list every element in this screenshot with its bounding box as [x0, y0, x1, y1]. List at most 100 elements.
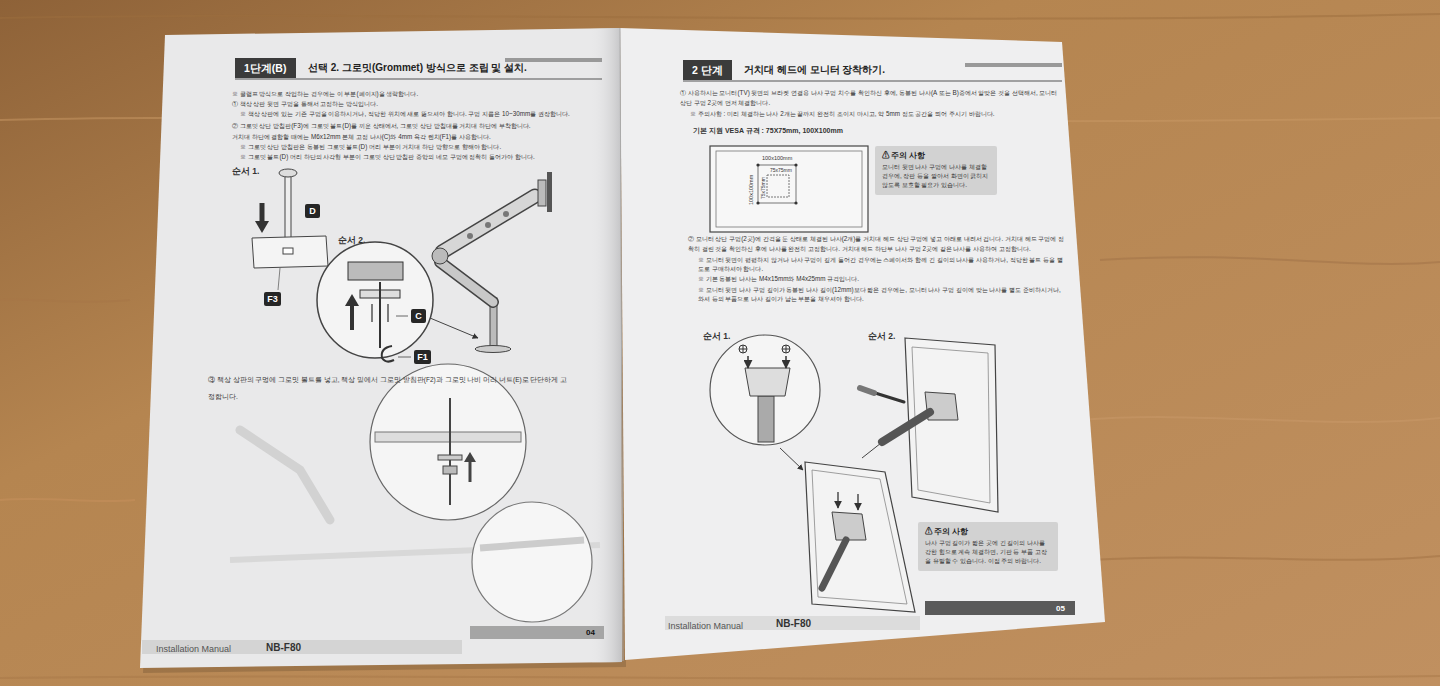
step-tab: 2 단계거치대 헤드에 모니터 장착하기.	[683, 60, 732, 80]
dimension-label: 100x100mm	[762, 155, 792, 163]
note-text: ※ 주의사항 : 미리 체결하는 나사 2개는 끝까지 완전히 조이지 마시고,…	[690, 109, 1065, 118]
wood-grain	[0, 300, 130, 302]
note-text: ※ 그로밋 상단 받침판은 동봉된 그로밋 볼트(D) 머리 부분이 거치대 하…	[240, 142, 604, 151]
screw-arrow	[785, 356, 787, 368]
plate-slot	[283, 248, 293, 254]
monitor	[812, 470, 907, 604]
note-text: ※ 기본 동봉된 나사는 M4x15mm와 M4x25mm 규격입니다.	[698, 274, 1066, 283]
pointer-arrow	[780, 448, 803, 470]
grommet-plate	[252, 236, 328, 268]
model-name: NB-F80	[776, 617, 811, 632]
footer-bar	[925, 601, 1075, 615]
vesa-75	[767, 175, 789, 197]
note-text: ※ 클램프 방식으로 작업하는 경우에는 이 부분(페이지)을 생략합니다.	[232, 89, 604, 98]
screw-symbol	[739, 345, 747, 353]
arm-detail	[485, 222, 491, 228]
monitor	[905, 338, 998, 512]
page-fold	[620, 28, 623, 661]
screw-arrow	[837, 492, 838, 508]
screwdriver	[860, 388, 874, 393]
leader-line	[398, 357, 411, 358]
screw-hole	[794, 163, 797, 166]
vesa-plate	[832, 512, 866, 540]
note-text: ※ 모니터 뒷면 나사 구멍 깊이가 동봉된 나사 길이(12mm)보다 짧은 …	[698, 285, 1066, 303]
part-letter: C	[414, 310, 423, 322]
monitor-back	[716, 151, 862, 227]
detail-circle	[710, 335, 820, 445]
vesa-plate	[745, 368, 790, 396]
dimension-label: 100x100mm	[748, 175, 756, 205]
instruction-text: ③ 책상 상판의 구멍에 그로밋 볼트를 넣고, 책상 밑에서 그로밋 받침판(…	[208, 372, 570, 406]
upper-arm	[442, 196, 535, 252]
screw-arrow	[747, 356, 749, 368]
wood-grain	[1090, 556, 1440, 560]
screw	[371, 304, 373, 322]
arm-detail	[467, 233, 473, 239]
direction-arrow	[260, 203, 265, 222]
note-text: ※ 그로밋 볼트(D) 머리 하단의 사각형 부분이 그로밋 상단 받침판 중앙…	[240, 152, 604, 161]
wing-nut	[443, 466, 457, 474]
caution-box: ⚠ 주의 사항나사 구멍 길이가 짧은 곳에 긴 길이의 나사를 강한 힘으로 …	[918, 522, 1058, 571]
screw-symbol	[739, 345, 790, 353]
footer-bar	[470, 626, 604, 639]
screw-symbol	[782, 345, 790, 353]
page-number: 05	[1056, 603, 1065, 615]
wood-grain	[0, 14, 1440, 679]
monitor	[805, 462, 915, 612]
header-bar	[505, 58, 602, 62]
direction-arrow	[464, 452, 476, 462]
desk-top	[375, 432, 521, 442]
wood-grain	[0, 14, 1440, 19]
footer-text: Installation Manual	[668, 620, 743, 633]
header-bar	[965, 63, 1062, 67]
instruction-text: ② 그로밋 상단 받침판(F3)에 그로밋 볼트(D)를 끼운 상태에서, 그로…	[232, 121, 604, 130]
screw-symbol	[739, 345, 747, 353]
part-letter-box: F3	[264, 292, 281, 306]
note-text: ※ 책상 상판에 있는 기존 구멍을 이용하시거나, 적당한 위치에 새로 뚫으…	[240, 109, 604, 118]
wood-grain	[0, 676, 1440, 679]
wood-grain	[1080, 417, 1440, 422]
hex-key	[382, 346, 394, 362]
direction-arrow	[255, 221, 269, 233]
bolt-shaft	[449, 398, 451, 505]
arm-neck	[822, 540, 846, 588]
faded-arm	[240, 430, 330, 520]
header-rule	[683, 80, 1062, 81]
section-heading: 선택 2. 그로밋(Grommet) 방식으로 조립 및 설치.	[308, 62, 527, 74]
instruction-text: 거치대 하단에 결합할 때에는 M6x12mm 본체 고정 나사(C)와 4mm…	[232, 132, 604, 141]
grommet-plate	[438, 455, 462, 460]
monitor	[912, 347, 990, 503]
step-number: 1단계(B)	[244, 62, 287, 74]
bolt-head	[279, 169, 297, 177]
part-letter: F3	[267, 293, 278, 305]
part-letter-box: F1	[414, 350, 431, 364]
monitor-back	[710, 146, 868, 232]
wood-grain	[0, 499, 135, 501]
screw-hole	[756, 163, 759, 166]
wood-grain	[1100, 257, 1440, 264]
step-label: 순서 1.	[232, 165, 259, 177]
part-letter-box: D	[305, 204, 320, 218]
step-number: 2 단계	[692, 64, 723, 76]
step-label: 순서 1.	[703, 330, 730, 342]
caution-title: ⚠ 주의 사항	[882, 151, 990, 161]
step-tab: 1단계(B)선택 2. 그로밋(Grommet) 방식으로 조립 및 설치.	[235, 58, 296, 78]
left-page	[140, 28, 622, 668]
dimension-label: 75x75mm	[760, 177, 767, 199]
right-page	[620, 28, 1105, 660]
arm-base	[348, 262, 403, 280]
instruction-text: ① 사용하시는 모니터(TV) 뒷면의 브라켓 연결용 나사 구멍 치수를 확인…	[680, 88, 1065, 108]
screw	[387, 304, 389, 322]
leader-line	[278, 268, 280, 290]
arm-neck	[758, 396, 774, 442]
caution-text: 나사 구멍 길이가 짧은 곳에 긴 길이의 나사를 강한 힘으로 계속 체결하면…	[925, 539, 1051, 565]
arm-detail	[503, 211, 509, 217]
page-fold	[590, 28, 622, 663]
arm-base	[475, 346, 511, 353]
instruction-text: ② 모니터 상단 구멍(2곳)에 간격을 둔 상태로 체결된 나사(2개)를 거…	[688, 234, 1066, 254]
detail-circle	[317, 242, 433, 358]
detail-circle	[370, 364, 526, 520]
note-text: ※ 모니터 뒷면이 평평하지 않거나 나사 구멍이 깊게 들어간 경우에는 스페…	[698, 255, 1066, 273]
